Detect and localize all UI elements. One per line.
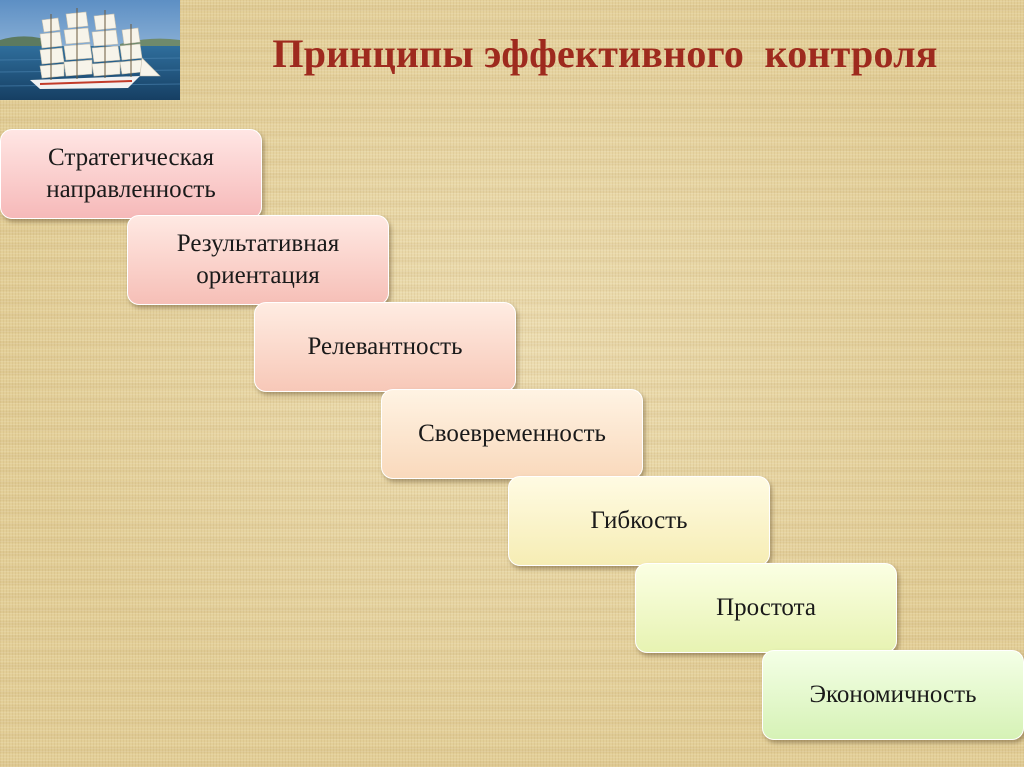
principle-flexibility: Гибкость (508, 476, 770, 566)
principle-timeliness: Своевременность (381, 389, 643, 479)
principle-strategic-direction: Стратегическая направленность (0, 129, 262, 219)
principle-label: Экономичность (809, 681, 977, 708)
principle-label: Релевантность (307, 333, 463, 360)
sailing-ship-icon (0, 0, 180, 100)
principle-relevance: Релевантность (254, 302, 516, 392)
principle-label: Гибкость (590, 507, 688, 534)
principle-simplicity: Простота (635, 563, 897, 653)
principle-label: Результативная ориентация (176, 230, 340, 289)
principle-label: Стратегическая направленность (46, 144, 216, 203)
principle-label: Простота (716, 594, 816, 621)
principle-result-orientation: Результативная ориентация (127, 215, 389, 305)
page-title: Принципы эффективного контроля (272, 31, 938, 76)
principle-label: Своевременность (418, 420, 606, 447)
principle-economy: Экономичность (762, 650, 1024, 740)
